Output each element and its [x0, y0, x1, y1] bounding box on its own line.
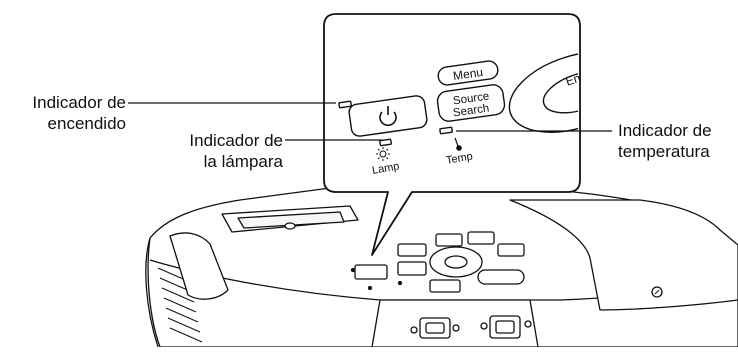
body-indicator-dot-3	[397, 280, 403, 286]
zoom-source-label: Source	[452, 91, 490, 108]
projector-slot-knob	[284, 222, 296, 230]
zoom-source-search-button	[436, 84, 506, 122]
body-lower-button	[429, 279, 461, 293]
leader-lines	[128, 102, 612, 141]
port-screw-2	[452, 324, 460, 332]
body-indicator-dot-1	[350, 267, 356, 273]
power-indicator-led	[338, 100, 352, 109]
temp-indicator-callout: Indicador de temperatura	[618, 120, 736, 162]
lamp-callout-line2: la lámpara	[203, 152, 283, 171]
port-screw-4	[524, 320, 532, 328]
power-callout-line2: encendido	[47, 114, 126, 133]
body-menu-button	[397, 243, 427, 257]
power-callout-line1: Indicador de	[32, 93, 126, 112]
zoom-menu-label: Menu	[452, 65, 484, 83]
zoom-lamp-label: Lamp	[371, 160, 400, 177]
vga-port-2-inner	[495, 320, 515, 334]
zoom-power-button	[348, 95, 428, 137]
zoom-enter-label: En	[564, 71, 582, 89]
lamp-indicator-callout: Indicador de la lámpara	[130, 130, 283, 172]
temp-callout-line1: Indicador de	[618, 121, 712, 140]
zoom-menu-button	[437, 60, 499, 86]
body-enter-button	[444, 255, 468, 269]
power-indicator-callout: Indicador de encendido	[0, 92, 126, 134]
body-esc-button	[435, 233, 463, 247]
projector-body	[145, 187, 738, 348]
body-control-panel	[350, 231, 525, 293]
body-source-button	[397, 261, 427, 276]
zoom-search-label: Search	[452, 103, 490, 120]
projector-left-side	[145, 237, 159, 348]
body-indicator-dot-2	[367, 285, 373, 291]
lamp-indicator-led	[379, 138, 392, 147]
zoom-enter-ring-inner	[542, 70, 578, 114]
zoom-temp-label: Temp	[445, 150, 474, 166]
lamp-callout-line1: Indicador de	[189, 131, 283, 150]
temp-callout-line2: temperatura	[618, 142, 710, 161]
temp-indicator-led	[439, 126, 453, 135]
body-power-button	[354, 264, 388, 280]
body-long-button	[477, 269, 525, 285]
projector-lamp-cover	[509, 199, 738, 311]
lamp-sun-icon	[376, 147, 390, 161]
body-right-button	[497, 243, 525, 257]
body-help-button	[467, 231, 495, 245]
zoom-callout: Menu Source Search En Lamp Temp	[323, 13, 582, 256]
port-screw-3	[480, 322, 488, 330]
projector-top-slot-inner	[237, 211, 345, 229]
vga-port-1-inner	[425, 322, 445, 334]
port-screw-1	[410, 326, 418, 334]
temp-thermometer-icon	[454, 137, 462, 151]
rear-connectors	[371, 299, 539, 348]
projector-left-flap	[169, 232, 229, 300]
zoom-callout-frame	[323, 13, 581, 256]
power-icon	[379, 106, 397, 127]
zoom-panel-labels: Menu Source Search En Lamp Temp	[371, 65, 582, 177]
